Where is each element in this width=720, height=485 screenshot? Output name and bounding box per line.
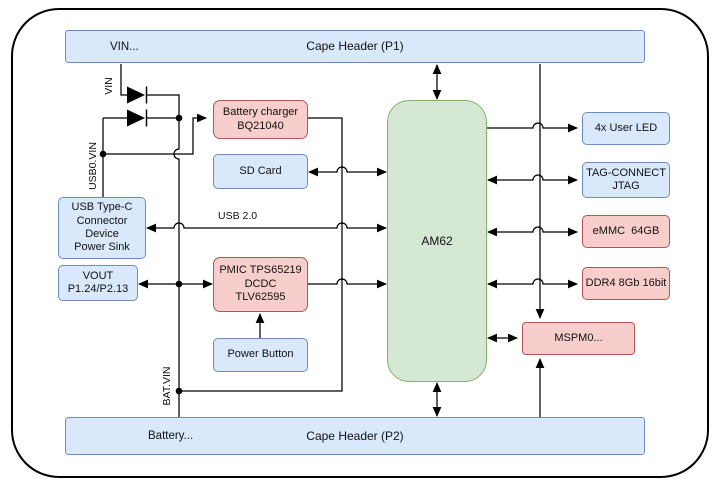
- p2-battery-pin-label: Battery...: [148, 429, 194, 442]
- tag-connect-jtag-block: TAG-CONNECT JTAG: [582, 162, 670, 198]
- usb2-net-label: USB 2.0: [218, 210, 258, 222]
- diode-icon: [127, 86, 145, 104]
- junction-dot: [175, 387, 183, 395]
- wire-sys-rail: [173, 118, 180, 417]
- diode-icon: [127, 109, 145, 127]
- usb-typec-block: USB Type-C Connector Device Power Sink: [58, 197, 146, 259]
- wire-jtag: [486, 174, 579, 185]
- wire-charger-input: [103, 113, 208, 155]
- emmc-block: eMMC 64GB: [582, 215, 670, 248]
- pmic-block: PMIC TPS65219 DCDC TLV62595: [213, 257, 308, 312]
- user-led-block: 4x User LED: [582, 112, 670, 145]
- junction-dot: [175, 280, 183, 288]
- wire-charger-output: [182, 117, 343, 392]
- p2-title: Cape Header (P2): [306, 428, 404, 443]
- ddr4-block: DDR4 8Gb 16bit: [582, 267, 670, 300]
- wire-emmc: [486, 226, 579, 237]
- sd-card-block: SD Card: [213, 154, 308, 189]
- batvin-net-label: BAT.VIN: [161, 366, 173, 406]
- battery-charger-block: Battery charger BQ21040: [213, 100, 308, 139]
- wire-vin: [120, 64, 127, 96]
- wire-ddr4: [486, 278, 579, 289]
- vout-block: VOUT P1.24/P2.13: [58, 265, 138, 301]
- wire-pmic-out: [308, 278, 388, 289]
- mspm0-block: MSPM0...: [522, 322, 635, 355]
- p1-vin-pin-label: VIN...: [110, 40, 139, 53]
- wire-usb2: [145, 222, 388, 233]
- cape-header-p1: VIN... Cape Header (P1): [65, 30, 645, 63]
- p1-title: Cape Header (P1): [306, 39, 404, 54]
- am62-soc-block: AM62: [387, 100, 487, 382]
- junction-dot: [99, 150, 107, 158]
- wire-sdcard: [307, 166, 388, 177]
- vin-net-label: VIN: [103, 77, 115, 95]
- wire-vin-out: [146, 94, 180, 118]
- wire-user-led: [487, 122, 579, 133]
- usb0vin-net-label: USB0.VIN: [87, 142, 99, 190]
- junction-dot: [175, 114, 183, 122]
- cape-header-p2: Battery... Cape Header (P2): [65, 417, 645, 455]
- power-button-block: Power Button: [213, 338, 308, 372]
